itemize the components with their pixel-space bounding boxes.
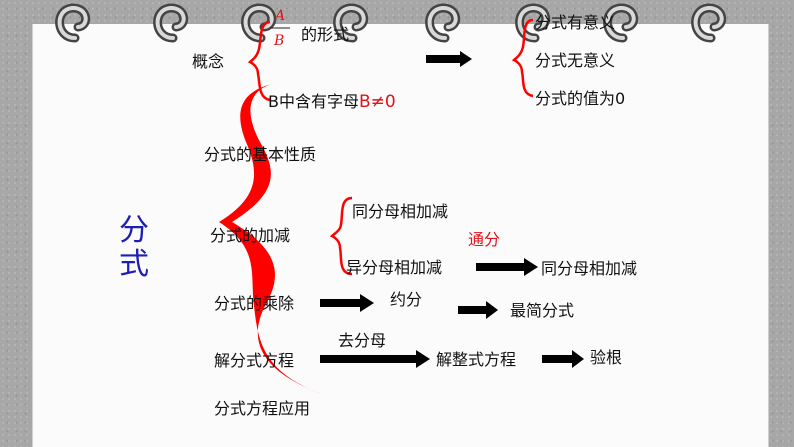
arrow-reduce-simplest bbox=[458, 301, 498, 319]
reduce-label: 约分 bbox=[390, 290, 423, 309]
meaning-brace bbox=[511, 18, 534, 98]
binder-ring-icon bbox=[425, 3, 461, 43]
meaning-item-2: 分式无意义 bbox=[535, 51, 616, 70]
concept-label: 概念 bbox=[192, 52, 225, 71]
clear-denominator-step: 去分母 bbox=[338, 331, 387, 350]
addsub-brace bbox=[329, 196, 353, 276]
arrow-muldiv-reduce bbox=[320, 294, 374, 312]
binder-ring-icon bbox=[603, 3, 639, 43]
binder-ring-icon bbox=[153, 3, 189, 43]
add-sub-result: 同分母相加减 bbox=[541, 259, 638, 278]
condition-prefix: B中含有字母 bbox=[268, 92, 359, 111]
root-label: 分式 bbox=[119, 213, 149, 282]
simplest-fraction-label: 最简分式 bbox=[510, 301, 575, 320]
meaning-item-1: 分式有意义 bbox=[535, 13, 616, 32]
arrow-solve-check bbox=[542, 350, 584, 368]
fraction-denominator: B bbox=[274, 33, 285, 49]
notebook-page bbox=[32, 24, 769, 447]
condition-highlight: B≠0 bbox=[358, 92, 396, 112]
add-sub-label: 分式的加减 bbox=[210, 226, 291, 245]
main-brace bbox=[219, 84, 322, 394]
same-denominator-label: 同分母相加减 bbox=[352, 202, 449, 221]
mul-div-label: 分式的乘除 bbox=[214, 294, 295, 313]
binder-ring-icon bbox=[241, 3, 277, 43]
diff-denominator-label: 异分母相加减 bbox=[346, 258, 443, 277]
binder-ring-icon bbox=[333, 3, 369, 43]
application-label: 分式方程应用 bbox=[214, 399, 311, 418]
arrow-diff-to-same bbox=[476, 258, 538, 276]
concept-form-text: 的形式 bbox=[301, 25, 350, 44]
basic-property-label: 分式的基本性质 bbox=[204, 145, 317, 164]
concept-brace bbox=[247, 20, 271, 102]
common-denominator-step: 通分 bbox=[468, 230, 501, 249]
binder-ring-icon bbox=[55, 3, 91, 43]
arrow-eq-solve bbox=[320, 350, 430, 368]
fraction-numerator: A bbox=[275, 8, 286, 24]
solve-integral-equation: 解整式方程 bbox=[436, 350, 517, 369]
arrow-concept-meaning bbox=[426, 51, 472, 67]
equation-label: 解分式方程 bbox=[214, 351, 295, 370]
binder-ring-icon bbox=[691, 3, 727, 43]
check-root-label: 验根 bbox=[590, 348, 623, 367]
meaning-item-3: 分式的值为0 bbox=[535, 89, 626, 108]
concept-condition: B中含有字母B≠0 bbox=[268, 94, 396, 111]
